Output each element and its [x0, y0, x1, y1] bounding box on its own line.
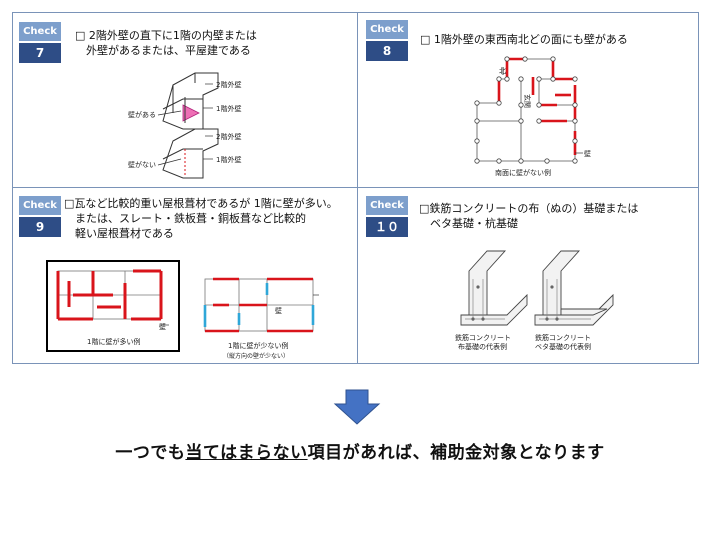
left-figure-caption: 1階に壁が多い例	[87, 337, 140, 346]
label-wall: 壁	[159, 322, 166, 331]
check-item-9: Check 9 □瓦など比較的重い屋根葺材であるが 1階に壁が多い。 または、ス…	[13, 187, 357, 365]
label-2f-wall-lower: 2階外壁	[216, 132, 241, 141]
check-item-text: □瓦など比較的重い屋根葺材であるが 1階に壁が多い。 または、スレート・鉄板葺・…	[64, 197, 338, 240]
figure-caption: 南面に壁がない例	[495, 168, 551, 177]
label-wall: 壁	[275, 306, 282, 315]
wall-alignment-figure: 2階外壁 1階外壁 壁がある 2階外壁 1階外壁 壁がない	[128, 72, 241, 179]
label-1f-wall-lower: 1階外壁	[216, 155, 241, 164]
right-caption-line1: 鉄筋コンクリート	[535, 333, 591, 342]
check-item-text: □ 2階外壁の直下に1階の内壁または 外壁があるまたは、平屋建である	[75, 29, 257, 57]
label-wall: 壁	[584, 149, 591, 158]
check-item-10: Check １０ □鉄筋コンクリートの布（ぬの）基礎または ベタ基礎・杭基礎 鉄…	[357, 187, 700, 365]
wall-quantity-figure: 壁 1階に壁が多い例	[46, 260, 319, 360]
check-item-8: Check 8 □ 1階外壁の東西南北どの面にも壁がある	[357, 13, 700, 187]
check-badge-label: Check	[19, 196, 61, 215]
label-entrance: 玄関	[523, 94, 532, 108]
conclusion-text: 一つでも当てはまらない項目があれば、補助金対象となります	[0, 438, 720, 463]
check-badge-number: １０	[366, 217, 408, 237]
foundation-figure: 鉄筋コンクリート 布基礎の代表例 鉄筋コンクリート ベタ基礎の代表例	[455, 250, 614, 351]
label-1f-wall-upper: 1階外壁	[216, 104, 241, 113]
check-item-text: □鉄筋コンクリートの布（ぬの）基礎または ベタ基礎・杭基礎	[419, 202, 639, 230]
left-caption-line1: 鉄筋コンクリート	[455, 333, 511, 342]
label-2f-wall-upper: 2階外壁	[216, 80, 241, 89]
checklist-grid: Check 7 □ 2階外壁の直下に1階の内壁または 外壁があるまたは、平屋建で…	[12, 12, 699, 364]
check-badge-label: Check	[19, 22, 61, 41]
check-badge-label: Check	[366, 20, 408, 39]
down-arrow-icon	[333, 389, 381, 425]
floor-plan-south-wall-figure: 北 玄関 壁 南面に壁がない例	[474, 56, 591, 177]
right-figure-subcaption: （縦方向の壁が少ない）	[223, 352, 289, 360]
check-item-text: □ 1階外壁の東西南北どの面にも壁がある	[420, 33, 628, 46]
label-no-wall: 壁がない	[128, 160, 156, 169]
label-north: 北	[499, 67, 506, 75]
right-figure-caption: 1階に壁が少ない例	[228, 341, 288, 350]
left-caption-line2: 布基礎の代表例	[458, 342, 507, 351]
check-badge-label: Check	[366, 196, 408, 215]
check-badge-number: 7	[19, 43, 61, 63]
check-item-7: Check 7 □ 2階外壁の直下に1階の内壁または 外壁があるまたは、平屋建で…	[13, 13, 357, 187]
label-wall-exists: 壁がある	[128, 110, 156, 119]
conclusion-emphasis: 当てはまらない	[185, 443, 308, 463]
right-caption-line2: ベタ基礎の代表例	[535, 342, 591, 351]
check-badge-number: 9	[19, 217, 61, 237]
grid-divider-horizontal	[13, 187, 698, 188]
grid-divider-vertical	[357, 13, 358, 363]
check-badge-number: 8	[366, 41, 408, 61]
conclusion-suffix: 項目があれば、補助金対象となります	[307, 443, 605, 463]
conclusion-prefix: 一つでも	[115, 443, 186, 463]
